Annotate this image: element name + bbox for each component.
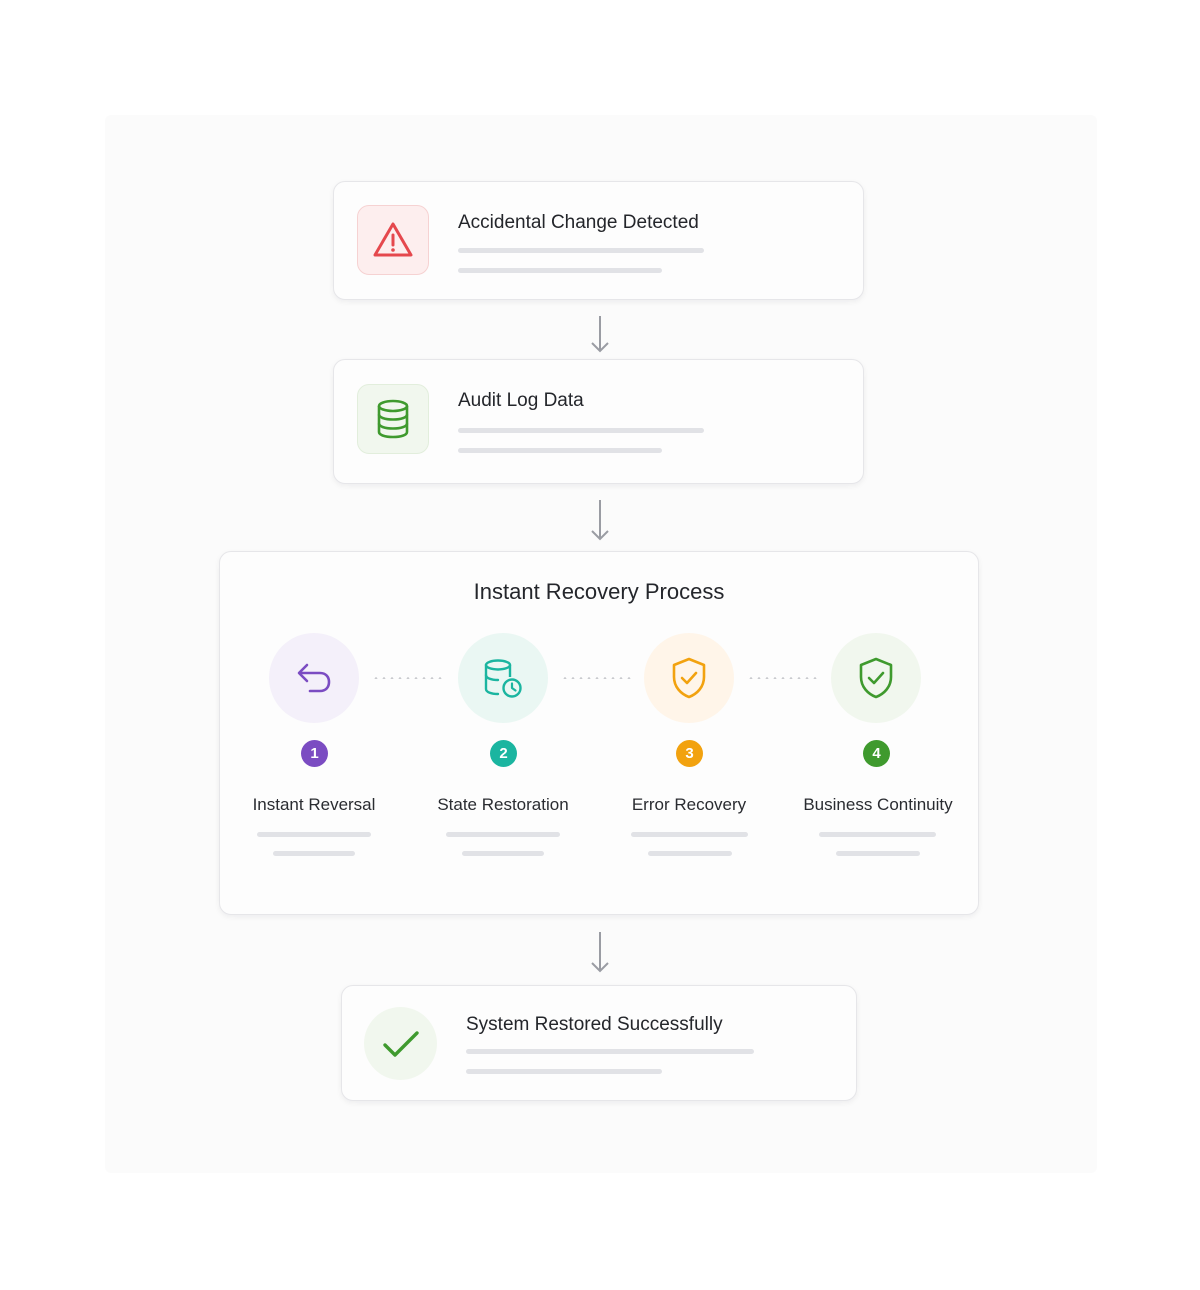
undo-arrow-icon xyxy=(297,663,331,693)
placeholder-line xyxy=(836,851,920,856)
accidental-change-card: Accidental Change Detected xyxy=(333,181,864,300)
placeholder-line xyxy=(458,428,704,433)
database-icon xyxy=(377,399,409,439)
step-connector xyxy=(561,677,635,679)
placeholder-line xyxy=(466,1049,754,1054)
placeholder-line xyxy=(273,851,355,856)
step-1-circle xyxy=(269,633,359,723)
warning-triangle-icon xyxy=(373,222,413,257)
step-connector xyxy=(747,677,821,679)
checkmark-icon xyxy=(382,1030,419,1057)
placeholder-line xyxy=(631,832,748,837)
success-circle xyxy=(364,1007,437,1080)
step-label: Instant Reversal xyxy=(252,795,376,814)
down-arrow-icon xyxy=(591,932,609,973)
placeholder-line xyxy=(458,268,662,273)
card-title: System Restored Successfully xyxy=(466,1014,723,1035)
placeholder-line xyxy=(466,1069,662,1074)
step-number-badge: 2 xyxy=(490,740,517,767)
placeholder-line xyxy=(458,448,662,453)
database-icon-tile xyxy=(357,384,429,454)
shield-check-icon xyxy=(859,657,893,699)
recovery-process-panel: Instant Recovery Process 1 Instant Rever… xyxy=(219,551,979,915)
placeholder-line xyxy=(648,851,732,856)
card-title: Accidental Change Detected xyxy=(458,212,699,233)
down-arrow-icon xyxy=(591,500,609,541)
placeholder-line xyxy=(819,832,936,837)
step-number-badge: 4 xyxy=(863,740,890,767)
step-2-circle xyxy=(458,633,548,723)
step-label: Error Recovery xyxy=(631,795,747,814)
placeholder-line xyxy=(458,248,704,253)
placeholder-line xyxy=(446,832,560,837)
step-3-circle xyxy=(644,633,734,723)
card-title: Audit Log Data xyxy=(458,390,584,411)
shield-check-icon xyxy=(672,657,706,699)
database-clock-icon xyxy=(484,659,522,698)
placeholder-line xyxy=(257,832,371,837)
step-number-badge: 3 xyxy=(676,740,703,767)
system-restored-card: System Restored Successfully xyxy=(341,985,857,1101)
warning-icon-tile xyxy=(357,205,429,275)
audit-log-card: Audit Log Data xyxy=(333,359,864,484)
step-connector xyxy=(372,677,446,679)
step-4-circle xyxy=(831,633,921,723)
step-label: State Restoration xyxy=(437,795,569,814)
section-title: Instant Recovery Process xyxy=(473,579,725,604)
step-label: Business Continuity xyxy=(803,795,953,814)
down-arrow-icon xyxy=(591,316,609,353)
placeholder-line xyxy=(462,851,544,856)
step-number-badge: 1 xyxy=(301,740,328,767)
